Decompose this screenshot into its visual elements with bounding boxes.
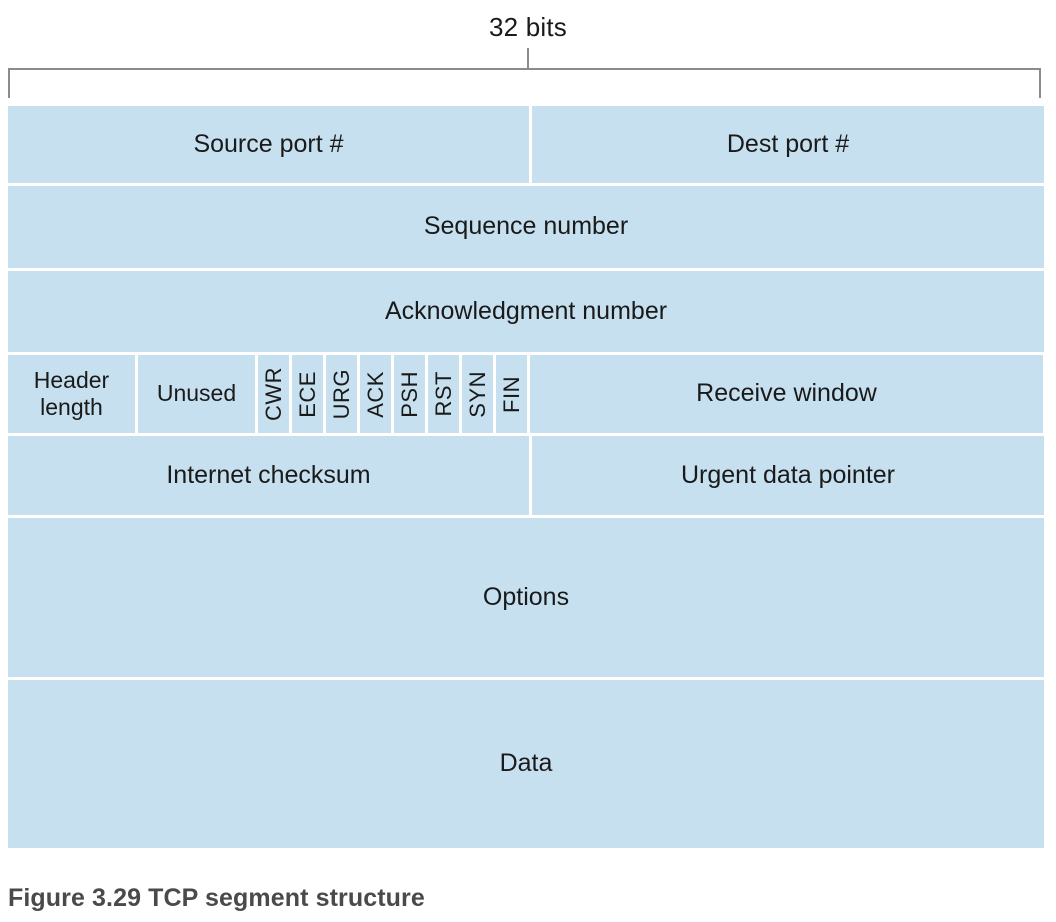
header-length-line2: length <box>40 394 103 420</box>
tcp-segment-table: Source port # Dest port # Sequence numbe… <box>8 106 1044 851</box>
cell-flag-cwr: CWR <box>258 355 289 433</box>
row-checksum: Internet checksum Urgent data pointer <box>8 436 1044 515</box>
bracket-tick-center <box>527 48 529 69</box>
cell-flag-psh: PSH <box>394 355 425 433</box>
row-options: Options <box>8 518 1044 677</box>
cell-flag-fin: FIN <box>496 355 527 433</box>
bracket-tick-left <box>8 68 10 98</box>
cell-urgent-data-pointer: Urgent data pointer <box>532 436 1044 515</box>
flag-bits-group: CWR ECE URG ACK PSH RST SYN <box>258 355 530 433</box>
cell-dest-port: Dest port # <box>532 106 1044 183</box>
cell-data: Data <box>8 680 1044 848</box>
flag-label-cwr: CWR <box>260 366 286 422</box>
cell-flag-rst: RST <box>428 355 459 433</box>
width-span-bracket <box>8 48 1041 100</box>
cell-header-length: Header length <box>8 355 135 433</box>
cell-flag-ack: ACK <box>360 355 391 433</box>
cell-acknowledgment-number: Acknowledgment number <box>8 271 1044 352</box>
flag-label-ack: ACK <box>362 370 388 418</box>
cell-unused: Unused <box>138 355 255 433</box>
row-sequence-number: Sequence number <box>8 186 1044 268</box>
width-label-32-bits: 32 bits <box>488 12 567 42</box>
flag-label-syn: SYN <box>464 370 490 418</box>
cell-flag-ece: ECE <box>292 355 323 433</box>
row-acknowledgment-number: Acknowledgment number <box>8 271 1044 352</box>
header-length-line1: Header <box>33 366 110 393</box>
cell-flag-urg: URG <box>326 355 357 433</box>
flag-label-fin: FIN <box>498 375 524 413</box>
row-flags: Header length Unused CWR ECE URG ACK PSH <box>8 355 1044 433</box>
flag-label-urg: URG <box>328 368 354 420</box>
bracket-horizontal-line <box>8 68 1041 70</box>
flag-label-psh: PSH <box>396 370 422 418</box>
cell-flag-syn: SYN <box>462 355 493 433</box>
cell-receive-window: Receive window <box>530 355 1043 433</box>
bracket-tick-right <box>1039 68 1041 98</box>
flag-label-ece: ECE <box>294 370 320 418</box>
figure-caption: Figure 3.29 TCP segment structure <box>8 884 425 912</box>
cell-internet-checksum: Internet checksum <box>8 436 529 515</box>
row-ports: Source port # Dest port # <box>8 106 1044 183</box>
cell-options: Options <box>8 518 1044 677</box>
cell-sequence-number: Sequence number <box>8 186 1044 268</box>
row-data: Data <box>8 680 1044 848</box>
cell-source-port: Source port # <box>8 106 529 183</box>
flag-label-rst: RST <box>430 371 456 417</box>
